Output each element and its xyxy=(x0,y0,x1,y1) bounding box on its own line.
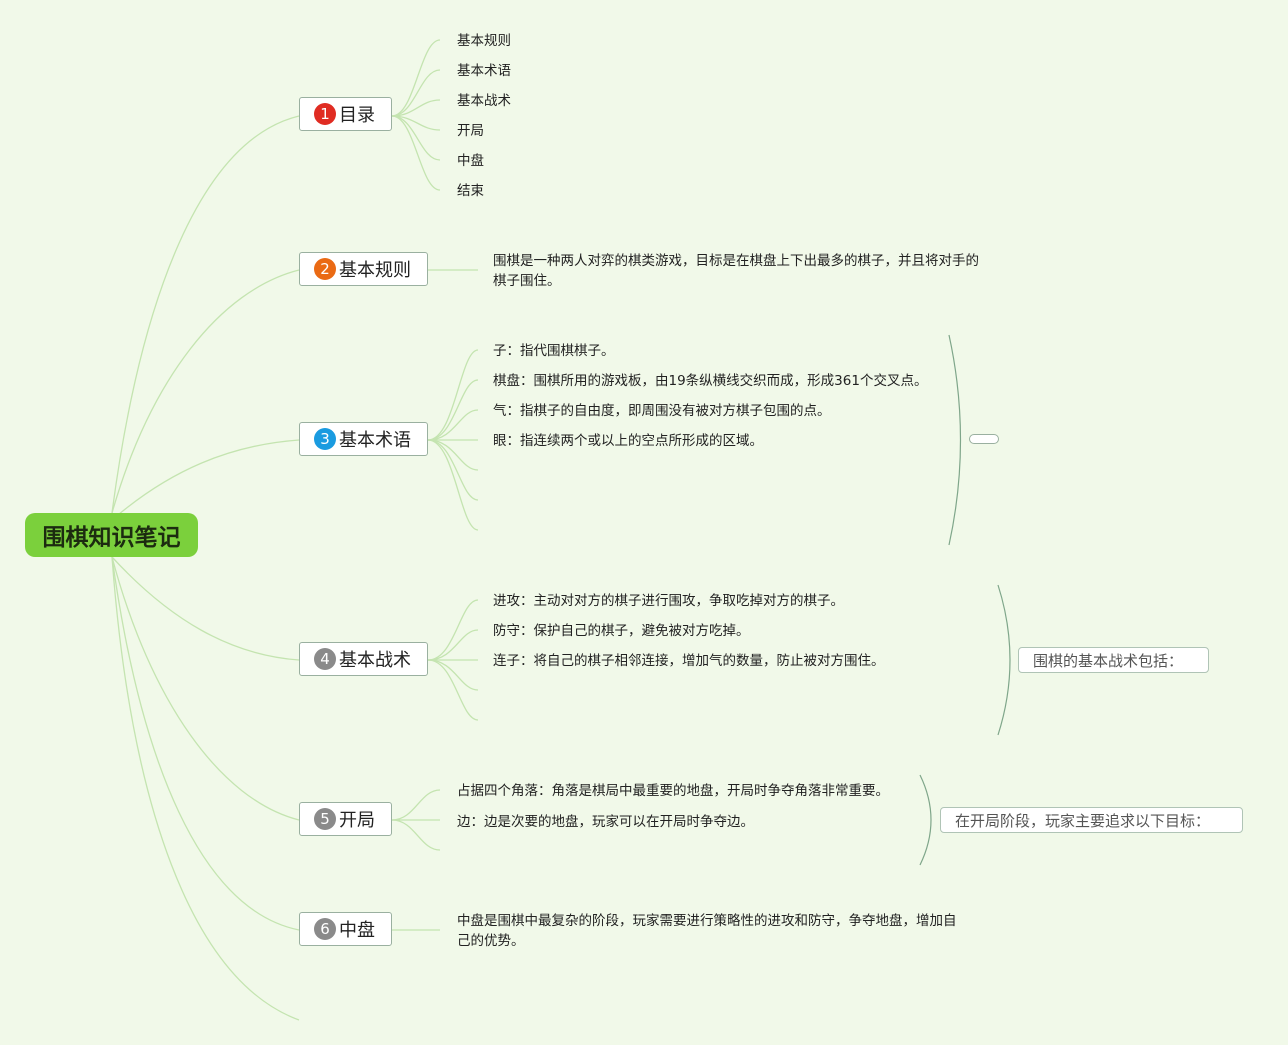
subtopic[interactable]: 连子：将自己的棋子相邻连接，增加气的数量，防止被对方围住。 xyxy=(493,653,885,669)
number-5-icon: 5 xyxy=(314,808,336,830)
number-3-icon: 3 xyxy=(314,428,336,450)
topic-basic-rules[interactable]: 2 基本规则 xyxy=(299,252,428,286)
number-6-icon: 6 xyxy=(314,918,336,940)
subtopic[interactable]: 基本规则 xyxy=(457,33,511,49)
topic-label: 基本战术 xyxy=(339,650,411,671)
subtopic[interactable]: 进攻：主动对对方的棋子进行围攻，争取吃掉对方的棋子。 xyxy=(493,593,844,609)
summary-bracket-5 xyxy=(919,774,932,866)
subtopic[interactable]: 子：指代围棋棋子。 xyxy=(493,343,615,359)
link-root-topic-3 xyxy=(111,439,300,521)
link-root-topic-1 xyxy=(111,115,300,514)
topic-middlegame[interactable]: 6 中盘 xyxy=(299,912,392,946)
summary-tactics[interactable]: 围棋的基本战术包括： xyxy=(1018,647,1209,673)
topic-basic-tactics[interactable]: 4 基本战术 xyxy=(299,642,428,676)
number-1-icon: 1 xyxy=(314,103,336,125)
subtopic[interactable]: 开局 xyxy=(457,123,484,139)
subtopic-paragraph[interactable]: 围棋是一种两人对弈的棋类游戏，目标是在棋盘上下出最多的棋子，并且将对手的棋子围住… xyxy=(493,253,979,289)
subtopic[interactable]: 占据四个角落：角落是棋局中最重要的地盘，开局时争夺角落非常重要。 xyxy=(457,783,889,799)
subtopic[interactable]: 眼：指连续两个或以上的空点所形成的区域。 xyxy=(493,433,763,449)
subtopic[interactable]: 防守：保护自己的棋子，避免被对方吃掉。 xyxy=(493,623,750,639)
subtopic[interactable]: 棋盘：围棋所用的游戏板，由19条纵横线交织而成，形成361个交叉点。 xyxy=(493,373,928,389)
topic-label: 基本术语 xyxy=(339,430,411,451)
topic-contents[interactable]: 1 目录 xyxy=(299,97,392,131)
link-root-extra xyxy=(111,556,300,1021)
topic-label: 基本规则 xyxy=(339,260,411,281)
root-topic[interactable]: 围棋知识笔记 xyxy=(25,513,198,557)
summary-opening[interactable]: 在开局阶段，玩家主要追求以下目标： xyxy=(940,807,1243,833)
link-root-topic-6 xyxy=(111,556,300,931)
topic-label: 中盘 xyxy=(339,920,375,941)
number-4-icon: 4 xyxy=(314,648,336,670)
subtopic[interactable]: 气：指棋子的自由度，即周围没有被对方棋子包围的点。 xyxy=(493,403,831,419)
number-2-icon: 2 xyxy=(314,258,336,280)
subtopic[interactable]: 基本战术 xyxy=(457,93,511,109)
link-root-topic-5 xyxy=(111,556,300,821)
topic-opening[interactable]: 5 开局 xyxy=(299,802,392,836)
subtopic[interactable]: 边：边是次要的地盘，玩家可以在开局时争夺边。 xyxy=(457,814,754,830)
subtopic[interactable]: 结束 xyxy=(457,183,484,199)
topic-label: 目录 xyxy=(339,105,375,126)
topic-basic-terms[interactable]: 3 基本术语 xyxy=(299,422,428,456)
summary-bracket-4 xyxy=(997,584,1011,736)
subtopic-paragraph[interactable]: 中盘是围棋中最复杂的阶段，玩家需要进行策略性的进攻和防守，争夺地盘，增加自己的优… xyxy=(457,913,957,949)
link-root-topic-4 xyxy=(111,556,300,661)
summary-empty[interactable] xyxy=(969,434,999,444)
link-root-topic-2 xyxy=(111,269,300,514)
summary-bracket-3 xyxy=(948,334,962,546)
subtopic[interactable]: 基本术语 xyxy=(457,63,511,79)
subtopic[interactable]: 中盘 xyxy=(457,153,484,169)
topic-label: 开局 xyxy=(339,810,375,831)
